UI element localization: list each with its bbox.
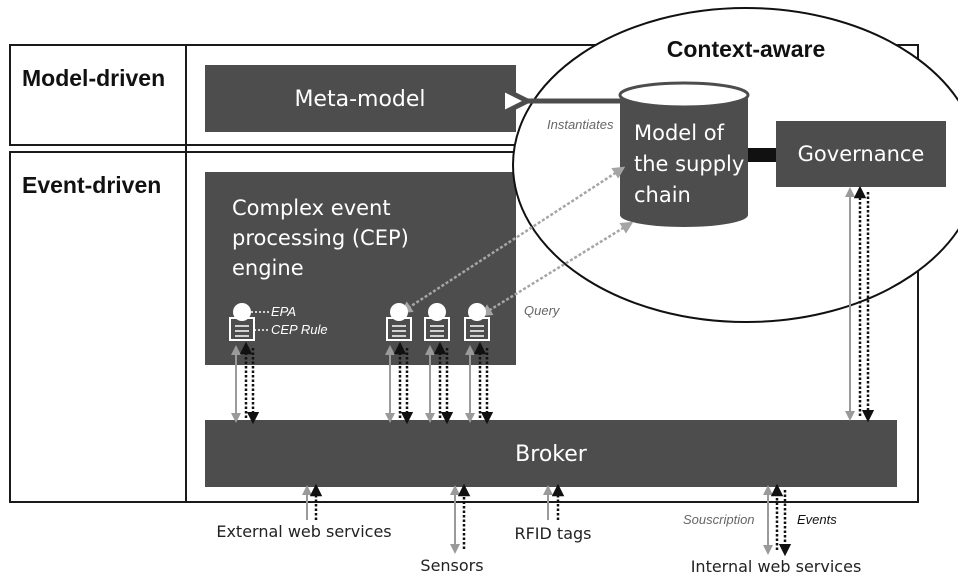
broker-label: Broker	[515, 442, 588, 467]
cep-label-line1: Complex event	[232, 196, 391, 220]
query-label: Query	[524, 303, 561, 318]
query-arrow-2	[479, 221, 634, 317]
meta-model-label: Meta-model	[294, 87, 425, 112]
cep-label-line2: processing (CEP)	[232, 226, 409, 250]
cep-broker-arrows	[231, 341, 494, 425]
instantiates-label: Instantiates	[547, 117, 614, 132]
sensors-label: Sensors	[420, 556, 483, 575]
external-ws-label: External web services	[216, 522, 391, 541]
rfid-arrows	[543, 483, 565, 520]
sensors-arrows	[450, 483, 471, 554]
governance-box	[776, 121, 946, 187]
external-ws-arrows	[302, 483, 323, 520]
broker-box	[205, 420, 897, 487]
query-arrow-1	[399, 166, 626, 314]
model-governance-connector	[748, 148, 776, 162]
model-label-line1: Model of	[634, 121, 725, 145]
souscription-label: Souscription	[683, 512, 755, 527]
supply-chain-model-cylinder	[618, 81, 750, 227]
epa-cep-rule-icon-3	[424, 303, 450, 341]
epa-cep-rule-icon-2	[386, 303, 412, 341]
internal-ws-label: Internal web services	[691, 557, 862, 576]
cep-rule-label: CEP Rule	[271, 322, 328, 337]
context-aware-label: Context-aware	[667, 36, 825, 62]
rfid-label: RFID tags	[514, 524, 591, 543]
epa-label: EPA	[271, 304, 296, 319]
model-driven-label: Model-driven	[22, 65, 165, 91]
cep-label-line3: engine	[232, 256, 304, 280]
governance-broker-arrows	[845, 185, 875, 423]
event-driven-label: Event-driven	[22, 172, 161, 198]
epa-cep-rule-icon-1	[229, 303, 255, 341]
model-label-line2: the supply	[634, 152, 744, 176]
internal-ws-arrows	[763, 483, 792, 557]
governance-label: Governance	[798, 142, 925, 166]
meta-model-box	[205, 65, 516, 132]
events-label: Events	[797, 512, 837, 527]
model-label-line3: chain	[634, 183, 691, 207]
epa-cep-rule-icon-4	[464, 303, 490, 341]
